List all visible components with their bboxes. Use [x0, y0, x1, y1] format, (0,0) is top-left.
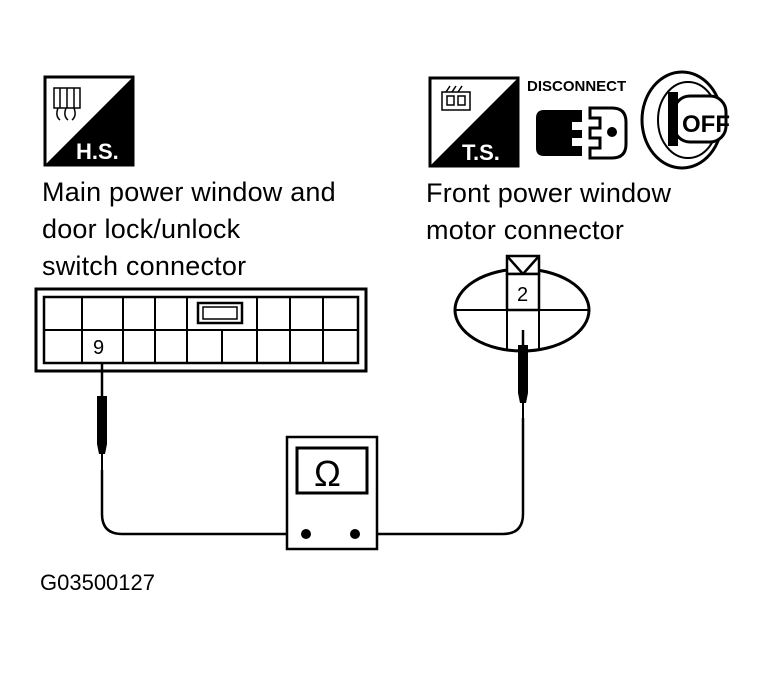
- caption-line: switch connector: [42, 251, 247, 281]
- caption-line: Main power window and: [42, 177, 336, 207]
- ohm-symbol: Ω: [314, 453, 341, 494]
- disconnect-icon: DISCONNECT: [527, 78, 628, 160]
- switch-connector: 9: [34, 287, 368, 373]
- disconnect-label: DISCONNECT: [527, 78, 626, 95]
- meter-terminal-negative: [301, 529, 311, 539]
- connector-terminal-side-icon: [441, 85, 471, 111]
- harness-side-icon: H.S.: [43, 75, 135, 167]
- left-test-probe: [97, 363, 305, 536]
- figure-id: G03500127: [40, 570, 155, 595]
- meter-terminal-positive: [350, 529, 360, 539]
- terminal-side-icon: T.S.: [428, 76, 520, 168]
- switch-connector-caption: Main power window and door lock/unlock s…: [42, 174, 336, 285]
- right-pin-label: 2: [517, 284, 528, 306]
- connector-harness-side-icon: [53, 87, 81, 121]
- caption-line: Front power window: [426, 178, 672, 208]
- hs-tag: H.S.: [76, 139, 119, 164]
- right-test-probe: [355, 330, 528, 536]
- motor-connector-caption: Front power window motor connector: [426, 175, 671, 249]
- motor-connector: 2: [453, 254, 591, 353]
- caption-line: door lock/unlock: [42, 214, 241, 244]
- ignition-off-label: OFF: [682, 111, 730, 138]
- ignition-off-icon: OFF: [640, 70, 730, 170]
- ts-tag: T.S.: [462, 140, 500, 165]
- caption-line: motor connector: [426, 215, 625, 245]
- ohmmeter: Ω: [285, 435, 379, 551]
- left-pin-label: 9: [93, 337, 104, 359]
